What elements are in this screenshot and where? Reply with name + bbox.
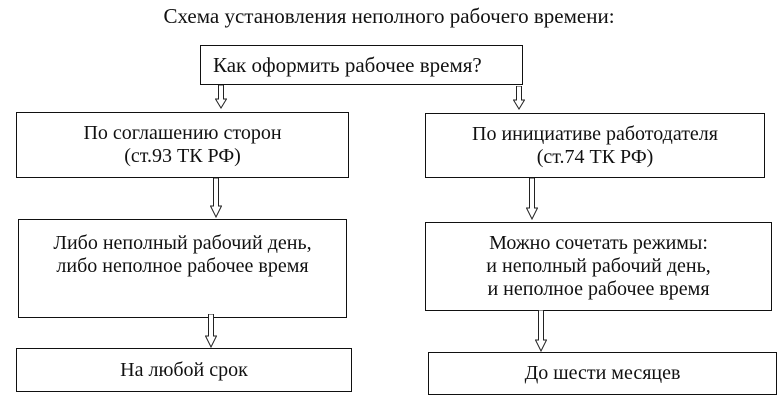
arrow-left-mode-to-term-icon	[205, 314, 217, 348]
right-basis-line-2: (ст.74 ТК РФ)	[536, 145, 654, 168]
right-term-box: До шести месяцев	[428, 352, 777, 395]
left-basis-box: По соглашению сторон (ст.93 ТК РФ)	[16, 112, 349, 178]
left-mode-box: Либо неполный рабочий день, либо неполно…	[18, 219, 347, 318]
diagram-title: Схема установления неполного рабочего вр…	[163, 4, 615, 28]
arrow-root-to-right-icon	[513, 86, 525, 110]
right-mode-box: Можно сочетать режимы: и неполный рабочи…	[425, 222, 772, 311]
root-question-box: Как оформить рабочее время?	[200, 45, 523, 85]
left-mode-line-1: Либо неполный рабочий день,	[53, 232, 312, 254]
left-basis-line-2: (ст.93 ТК РФ)	[124, 145, 241, 167]
left-basis-line-1: По соглашению сторон	[83, 122, 282, 144]
arrow-root-to-left-icon	[215, 85, 227, 109]
left-term-text: На любой срок	[120, 358, 248, 381]
right-basis-box: По инициативе работодателя (ст.74 ТК РФ)	[425, 113, 765, 178]
right-term-text: До шести месяцев	[524, 362, 681, 384]
arrow-right-basis-to-mode-icon	[526, 178, 538, 220]
arrow-right-mode-to-term-icon	[535, 310, 547, 352]
right-mode-line-1: Можно сочетать режимы:	[489, 232, 708, 254]
left-term-box: На любой срок	[16, 348, 352, 392]
arrow-left-basis-to-mode-icon	[210, 178, 222, 218]
right-mode-line-3: и неполное рабочее время	[487, 278, 710, 300]
left-mode-line-2: либо неполное рабочее время	[56, 255, 309, 277]
right-mode-line-2: и неполный рабочий день,	[486, 255, 711, 277]
root-question-text: Как оформить рабочее время?	[213, 52, 482, 77]
right-basis-line-1: По инициативе работодателя	[472, 122, 718, 145]
